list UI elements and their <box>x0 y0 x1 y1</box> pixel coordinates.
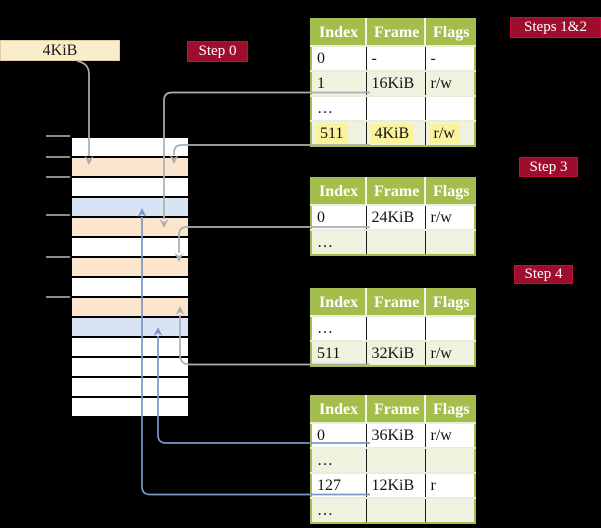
header-cell: Flags <box>425 396 475 424</box>
highlighted-value: r/w <box>428 123 460 143</box>
badge-step-4: Step 4 <box>514 265 573 284</box>
table-row: … <box>311 316 475 342</box>
table-cell <box>366 316 426 342</box>
header-cell: Index <box>311 396 367 424</box>
highlighted-value: 4KiB <box>369 123 415 143</box>
table-cell: 4KiB <box>366 121 426 146</box>
memory-frame-row-white <box>72 356 188 376</box>
table-row: … <box>311 230 475 255</box>
table-cell: … <box>311 96 367 122</box>
frame-size-label: 4KiB <box>0 40 120 61</box>
table-cell <box>366 448 426 474</box>
table-cell: 0 <box>311 205 367 231</box>
table-cell <box>425 316 475 342</box>
table-cell: … <box>311 448 367 474</box>
memory-frame-row-orange <box>72 296 188 316</box>
highlighted-value: 511 <box>315 123 349 143</box>
header-cell: Index <box>311 19 367 47</box>
memory-frame-row-blue <box>72 316 188 336</box>
header-cell: Flags <box>425 289 475 317</box>
address-tick <box>46 214 70 216</box>
table-row: … <box>311 498 475 523</box>
memory-frame-row-white <box>72 176 188 196</box>
table-cell: … <box>311 230 367 255</box>
header-cell: Flags <box>425 178 475 206</box>
memory-frame-row-white <box>72 376 188 396</box>
address-tick <box>46 156 70 158</box>
table-row: 511 4KiB r/w <box>311 121 475 146</box>
table-cell: r/w <box>425 121 475 146</box>
memory-frame-row-white <box>72 276 188 296</box>
table-cell: - <box>366 46 426 72</box>
address-tick <box>46 176 70 178</box>
table-cell: r/w <box>425 71 475 97</box>
table-cell <box>366 498 426 523</box>
header-cell: Index <box>311 178 367 206</box>
badge-steps-1-2: Steps 1&2 <box>510 17 601 38</box>
header-cell: Index <box>311 289 367 317</box>
memory-frame-row-white <box>72 236 188 256</box>
table-row: … <box>311 448 475 474</box>
memory-frame-row-white <box>72 396 188 416</box>
table-cell: r <box>425 473 475 499</box>
header-cell: Frame <box>366 19 426 47</box>
table-cell: 1 <box>311 71 367 97</box>
table-cell <box>366 96 426 122</box>
memory-frame-row-blue <box>72 196 188 216</box>
table-cell: … <box>311 498 367 523</box>
table-cell: … <box>311 316 367 342</box>
badge-step-0: Step 0 <box>187 41 248 62</box>
table-cell: 511 <box>311 121 367 146</box>
memory-frame-row-orange <box>72 156 188 176</box>
table-cell: 32KiB <box>366 341 426 366</box>
memory-frame-row-orange <box>72 216 188 236</box>
table-cell: 127 <box>311 473 367 499</box>
table-cell: 0 <box>311 46 367 72</box>
table-cell: 16KiB <box>366 71 426 97</box>
physical-memory-column <box>70 136 190 418</box>
header-cell: Flags <box>425 19 475 47</box>
table-cell: r/w <box>425 423 475 449</box>
badge-step-3: Step 3 <box>519 157 578 177</box>
header-cell: Frame <box>366 178 426 206</box>
table-cell <box>425 96 475 122</box>
table-row: … <box>311 96 475 122</box>
table-cell: - <box>425 46 475 72</box>
table-cell: 0 <box>311 423 367 449</box>
header-cell: Frame <box>366 396 426 424</box>
address-tick <box>46 296 70 298</box>
address-tick <box>46 135 70 137</box>
table-cell: 24KiB <box>366 205 426 231</box>
header-cell: Frame <box>366 289 426 317</box>
table-cell: r/w <box>425 341 475 366</box>
memory-frame-row-white <box>72 336 188 356</box>
memory-frame-row-white <box>72 138 188 156</box>
table-cell: r/w <box>425 205 475 231</box>
memory-frame-row-orange <box>72 256 188 276</box>
table-cell: 12KiB <box>366 473 426 499</box>
table-cell <box>425 498 475 523</box>
table-cell: 36KiB <box>366 423 426 449</box>
table-row: 0-- <box>311 46 475 72</box>
table-cell <box>425 230 475 255</box>
table-cell: 511 <box>311 341 367 366</box>
address-tick <box>46 256 70 258</box>
table-cell <box>425 448 475 474</box>
table-cell <box>366 230 426 255</box>
